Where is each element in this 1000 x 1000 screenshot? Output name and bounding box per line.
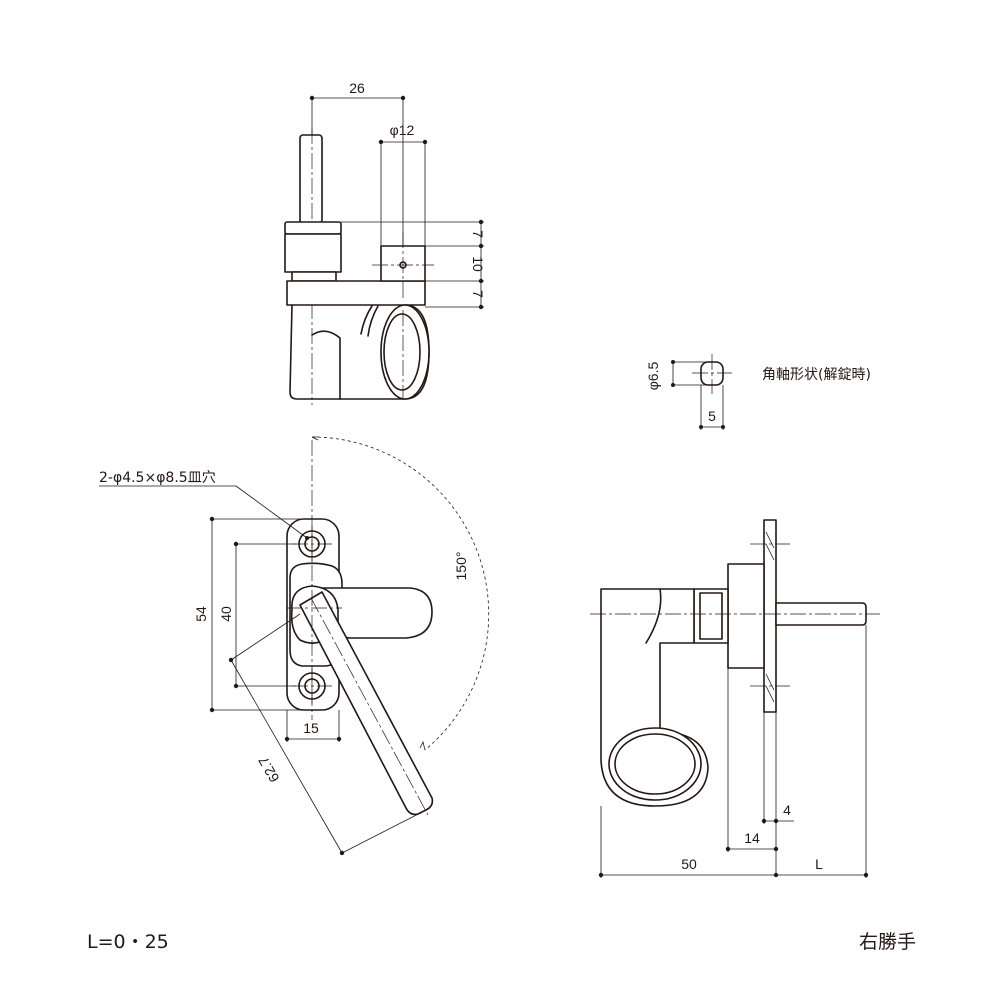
dim-phi6-5: φ6.5 <box>645 362 661 391</box>
dim-150-degrees: 150° <box>453 552 469 581</box>
detail-caption: 角軸形状(解錠時) <box>762 367 871 383</box>
dim-L: L <box>815 856 823 872</box>
length-note: L=0・25 <box>87 931 169 953</box>
dim-14: 14 <box>744 830 760 846</box>
dim-15: 15 <box>303 720 319 736</box>
side-view: 4 14 50 L <box>590 519 880 878</box>
dim-7-upper: 7 <box>470 230 486 238</box>
dim-5: 5 <box>708 408 716 424</box>
dim-4: 4 <box>783 802 791 818</box>
dim-50: 50 <box>681 856 697 872</box>
handedness-label: 右勝手 <box>859 931 916 953</box>
hole-note: 2-φ4.5×φ8.5皿穴 <box>99 470 216 486</box>
front-view: 150° 2-φ4.5×φ8.5皿穴 54 40 15 62.7 <box>99 436 490 856</box>
spindle-detail: φ6.5 5 角軸形状(解錠時) <box>645 354 871 430</box>
top-view: 26 φ12 7 10 7 <box>284 80 486 405</box>
dim-phi12: φ12 <box>390 122 415 138</box>
dim-62-7: 62.7 <box>255 754 283 786</box>
dim-40: 40 <box>218 606 234 622</box>
dim-54: 54 <box>193 606 209 622</box>
dim-10: 10 <box>470 256 486 272</box>
dim-7-lower: 7 <box>470 290 486 298</box>
dim-26: 26 <box>349 80 365 96</box>
